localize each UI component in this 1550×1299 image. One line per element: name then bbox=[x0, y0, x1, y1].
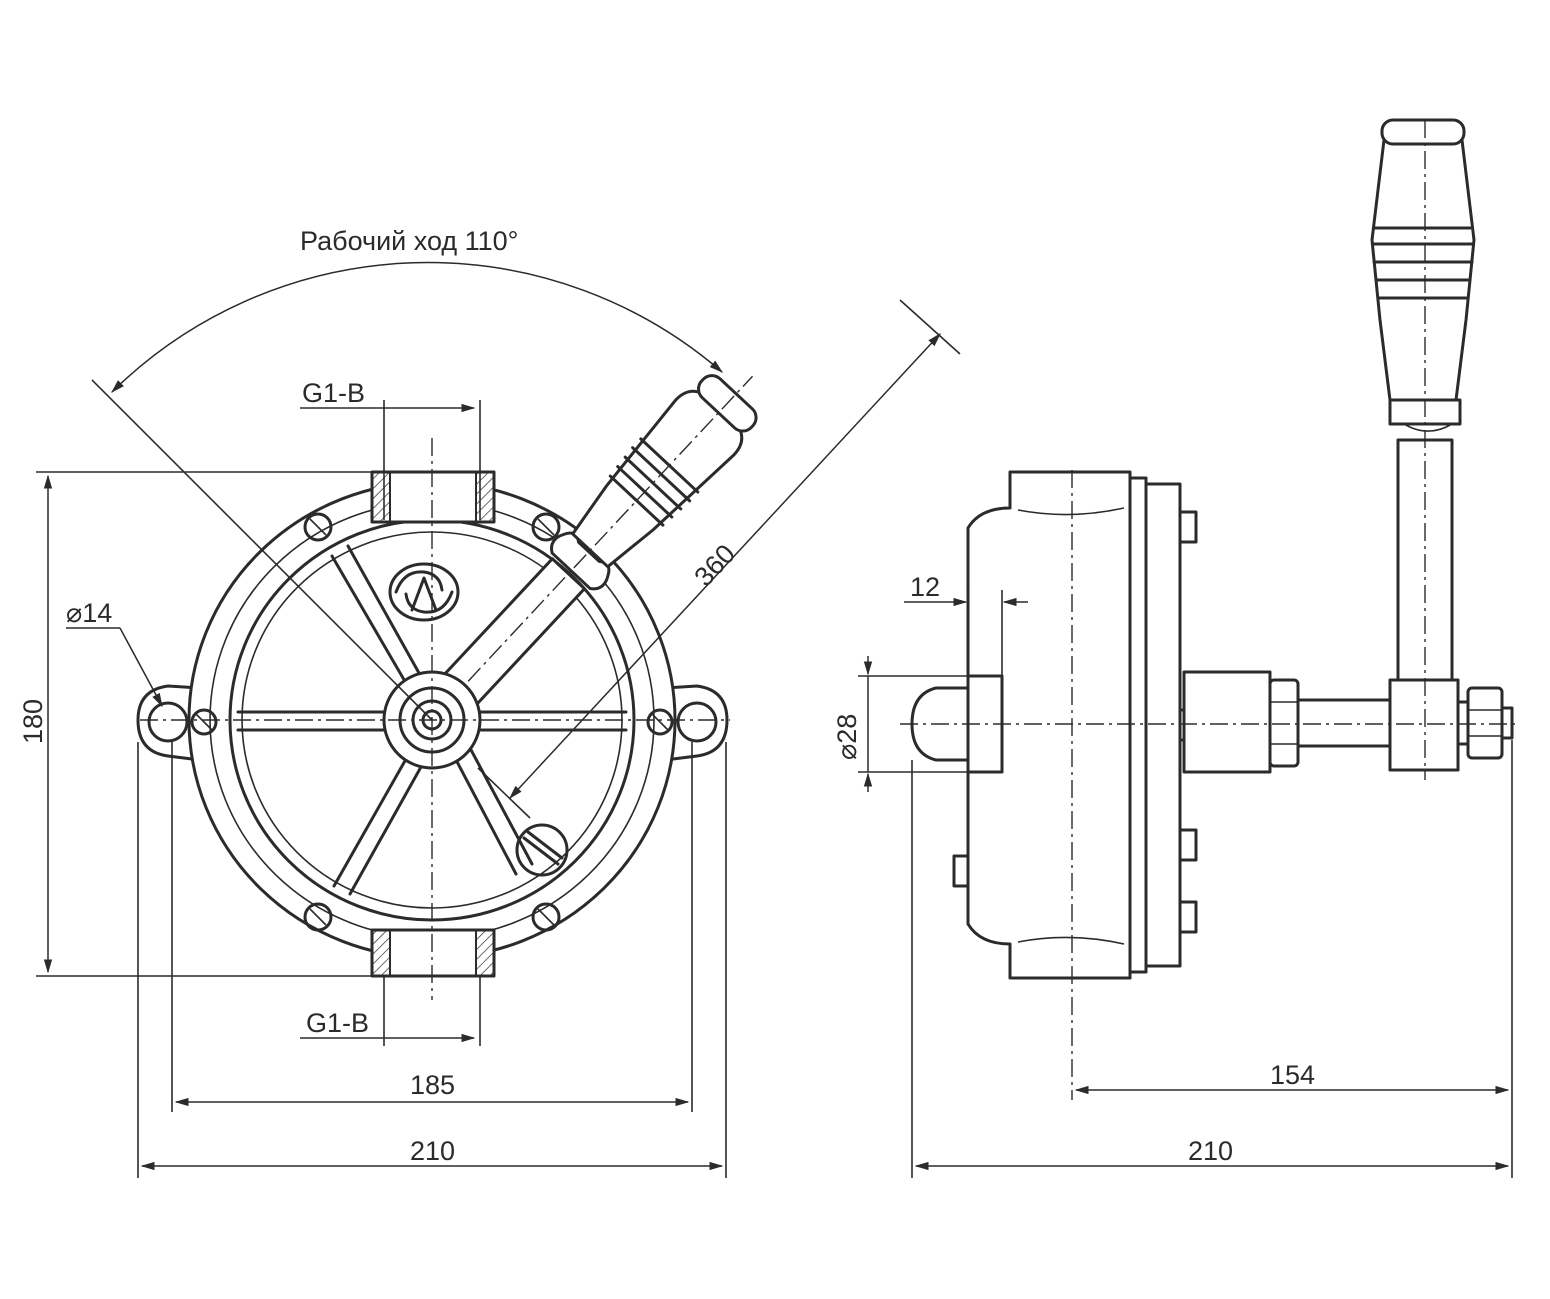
side-bolts bbox=[952, 510, 1198, 934]
hole-diameter-dimension: ⌀14 bbox=[66, 598, 163, 708]
handle-length-label: 360 bbox=[688, 539, 741, 592]
side-width-dimension: 210 bbox=[911, 760, 1510, 1178]
side-flange-outer bbox=[1128, 476, 1148, 974]
side-depth-dimension: 154 bbox=[1074, 740, 1513, 1178]
port-top bbox=[370, 470, 496, 524]
port-top-dimension: G1-B bbox=[300, 378, 481, 520]
side-depth-label: 154 bbox=[1270, 1060, 1315, 1090]
port-bottom-label: G1-B bbox=[306, 1008, 369, 1038]
port-top-label: G1-B bbox=[302, 378, 365, 408]
side-flange-cover bbox=[1144, 482, 1182, 968]
shaft-diameter-label: ⌀28 bbox=[832, 714, 862, 760]
stroke-angle-dimension: Рабочий ход 110° bbox=[91, 226, 724, 721]
shaft-right bbox=[1182, 670, 1392, 774]
mount-spacing-label: 185 bbox=[410, 1070, 455, 1100]
flange-thickness-dimension: 12 bbox=[904, 572, 1028, 676]
side-lever-arm[interactable] bbox=[1388, 419, 1514, 772]
height-label: 180 bbox=[18, 699, 48, 744]
height-dimension: 180 bbox=[18, 471, 372, 977]
stroke-label: Рабочий ход 110° bbox=[300, 226, 518, 256]
side-handle-grip[interactable] bbox=[1370, 118, 1476, 426]
port-bottom bbox=[370, 928, 496, 978]
drain-plug-icon bbox=[515, 823, 569, 877]
side-width-label: 210 bbox=[1188, 1136, 1233, 1166]
port-bottom-dimension: G1-B bbox=[300, 976, 481, 1046]
hole-diameter-label: ⌀14 bbox=[66, 598, 112, 628]
front-width-label: 210 bbox=[410, 1136, 455, 1166]
mount-spacing-dimension: 185 bbox=[171, 742, 693, 1112]
flange-thickness-label: 12 bbox=[910, 572, 940, 602]
front-view: Рабочий ход 110° 360 G1-B G1-B bbox=[18, 226, 961, 1178]
mount-lug-left bbox=[136, 684, 202, 762]
front-width-dimension: 210 bbox=[137, 742, 727, 1178]
side-view: 12 ⌀28 154 210 bbox=[832, 118, 1520, 1178]
shaft-diameter-dimension: ⌀28 bbox=[832, 656, 968, 792]
